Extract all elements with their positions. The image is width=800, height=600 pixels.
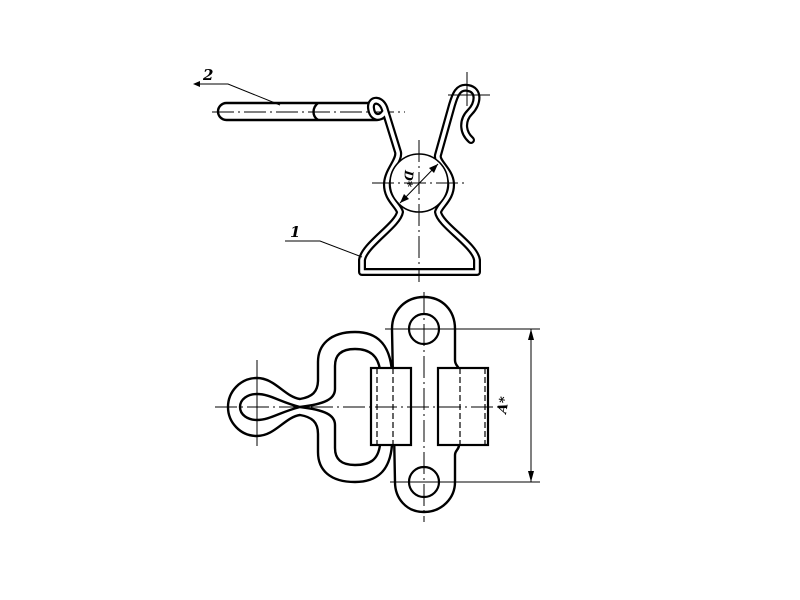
front-view: A*: [215, 292, 540, 522]
diameter-arrow-icon: [400, 194, 409, 203]
height-label: A*: [495, 395, 513, 416]
leader-arrow-icon: [193, 81, 200, 87]
part-label-1: 1: [290, 223, 300, 241]
part-label-2: 2: [202, 66, 213, 84]
leader-line-2: [195, 83, 281, 106]
side-view: D* 2 1: [193, 66, 490, 282]
dimension-arrow-icon: [528, 329, 534, 340]
spring-wire-core: [360, 85, 479, 274]
leader-line-1: [285, 240, 363, 258]
diameter-arrow-icon: [429, 164, 438, 173]
diameter-label: D*: [400, 169, 416, 189]
wire-loop-inner: [238, 347, 382, 467]
dimension-arrow-icon: [528, 471, 534, 482]
